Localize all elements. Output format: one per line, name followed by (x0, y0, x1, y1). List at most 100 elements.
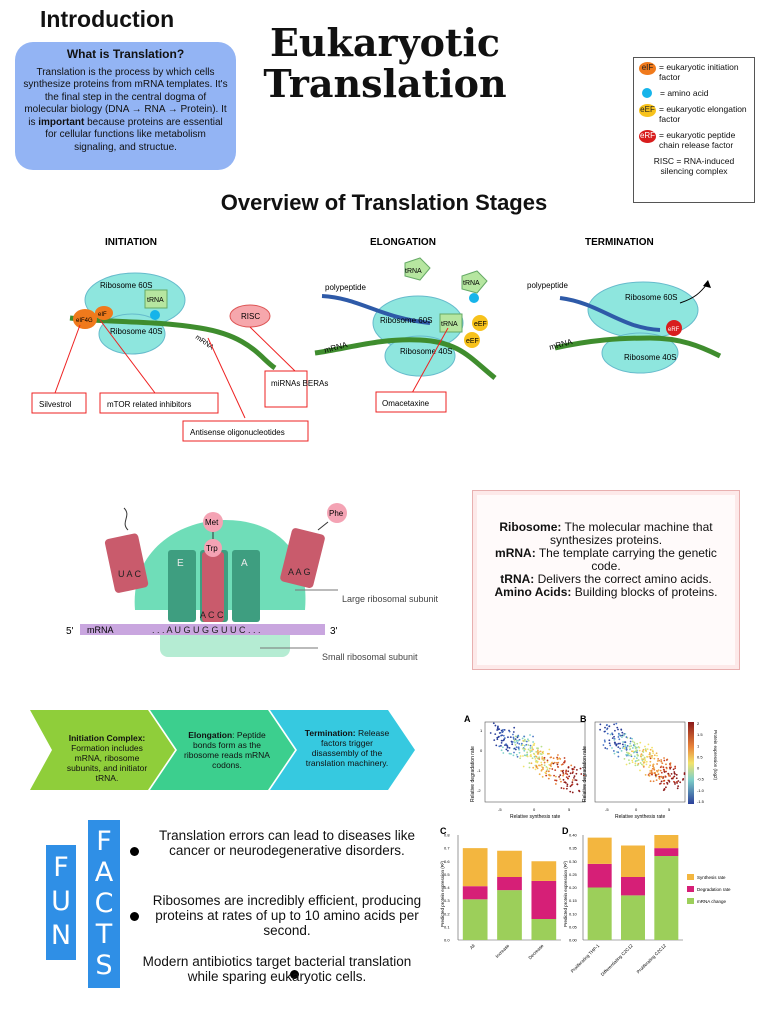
scatter-point (554, 783, 557, 785)
mrna-strand (554, 335, 722, 359)
definitions-box: Ribosome: The molecular machine that syn… (472, 490, 740, 670)
scatter-point (674, 773, 676, 775)
scatter-point (583, 774, 585, 777)
scatter-point (552, 762, 555, 765)
definition-ribosome: Ribosome: The molecular machine that syn… (499, 520, 713, 547)
scatter-point (518, 743, 521, 745)
y-tick-label: 0.10 (569, 911, 578, 916)
scatter-point (640, 758, 643, 760)
y-tick-label: 0.40 (569, 833, 578, 838)
drug-box-mirnas (264, 370, 308, 408)
scatter-point (494, 733, 497, 736)
y-tick-label: 0.1 (444, 924, 450, 929)
scatter-point (535, 750, 538, 753)
scatter-point (566, 785, 569, 788)
scatter-point (516, 755, 519, 758)
scatter-point (613, 723, 616, 726)
scatter-point (617, 751, 620, 754)
scatter-point (576, 783, 579, 786)
scatter-point (555, 779, 558, 782)
scatter-point (617, 732, 620, 735)
scatter-point (536, 767, 539, 770)
y-tick-label: 0.35 (569, 846, 578, 851)
scatter-point (540, 753, 543, 756)
scatter-point (519, 755, 522, 757)
scatter-point (521, 744, 524, 746)
scatter-point (648, 766, 650, 769)
scatter-point (639, 755, 642, 757)
scatter-point (613, 752, 616, 755)
scatter-point (567, 770, 570, 773)
drug-label: mTOR related inhibitors (107, 400, 191, 409)
legend-row-risc: RISC = RNA-induced silencing complex (639, 156, 749, 176)
scatter-point (546, 759, 549, 762)
scatter-point (656, 763, 658, 765)
scatter-point (571, 779, 574, 781)
y-tick-label: 0.3 (444, 898, 450, 903)
intro-body: Translation is the process by which cell… (23, 66, 228, 153)
erf-shape (666, 320, 682, 336)
scatter-point (571, 781, 574, 784)
bar-segment (587, 837, 612, 864)
bar-segment (621, 877, 645, 896)
panel-a-xtick: -5 (498, 807, 502, 812)
drug-box-omacetaxine (375, 391, 447, 413)
scatter-point (543, 761, 546, 764)
scatter-point (510, 740, 513, 743)
scatter-point (549, 764, 552, 767)
drug-label: Silvestrol (39, 400, 72, 409)
scatter-point (625, 736, 628, 738)
scatter-point (674, 783, 676, 785)
scatter-point (656, 754, 658, 757)
scatter-point (661, 762, 664, 765)
scatter-point (514, 741, 516, 744)
scatter-point (578, 790, 581, 793)
scatter-point (658, 759, 661, 762)
scatter-point (502, 739, 505, 742)
eef-icon: eEF (639, 104, 656, 117)
category-label: Proliferating C2C12 (636, 943, 668, 975)
termination-title: TERMINATION (585, 237, 654, 248)
eif4g-shape (73, 309, 97, 329)
eef-label: eEF (474, 321, 487, 328)
scatter-point (559, 774, 562, 777)
scatter-point (556, 763, 559, 766)
scatter-point (648, 752, 651, 754)
scatter-point (566, 783, 569, 786)
scatter-point (644, 745, 646, 748)
scatter-point (673, 771, 676, 773)
scatter-point (557, 765, 559, 768)
legend-row-erf: eRF= eukaryotic peptide chain release fa… (639, 130, 749, 150)
legend-text: = eukaryotic elongation factor (659, 104, 747, 124)
scatter-point (614, 729, 616, 732)
anticodon-right: A A G (288, 567, 311, 577)
y-tick-label: 0.25 (569, 872, 578, 877)
scatter-point (602, 744, 605, 746)
scatter-point (679, 781, 682, 784)
scatter-point (622, 741, 624, 743)
polypeptide-strand (559, 296, 661, 332)
scatter-point (509, 736, 512, 739)
risc-label: RISC (241, 312, 260, 321)
site-label: A (241, 558, 248, 569)
scatter-point (533, 755, 536, 758)
scatter-point (654, 772, 656, 775)
definition-trna: tRNA: Delivers the correct amino acids. (500, 572, 712, 586)
scatter-point (514, 735, 517, 738)
drug-box-mtor (99, 392, 219, 414)
bullet-icon (290, 970, 299, 979)
scatter-point (638, 749, 641, 752)
bar-segment (531, 880, 557, 919)
scatter-point (561, 770, 564, 773)
scatter-point (540, 761, 543, 764)
scatter-point (533, 742, 536, 745)
scatter-point (560, 769, 563, 772)
scatter-point (538, 758, 541, 760)
trna-p-site (202, 552, 224, 622)
scatter-point (554, 769, 557, 772)
scatter-point (502, 752, 505, 754)
scatter-point (649, 772, 652, 775)
scatter-point (624, 743, 627, 746)
scatter-point (522, 747, 524, 750)
